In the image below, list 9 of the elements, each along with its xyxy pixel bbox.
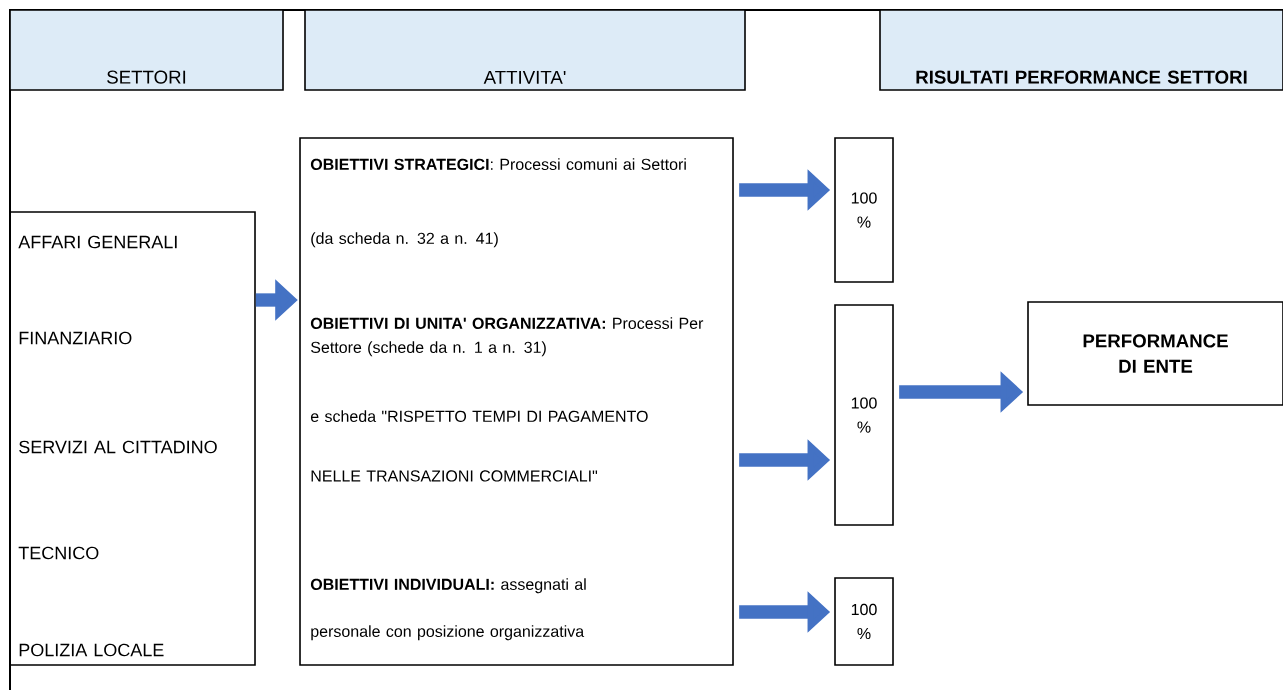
list-box: OBIETTIVI STRATEGICI: Processi comuni ai Settori (da scheda n. 32 a n. 41) OBIETTIVI DI UNITA' ORGANIZZATIVA: Processi Per Settore (schede da n. 1 a n. 31) e scheda "RISPETTO TEMPI DI PAGAMENTO NELLE TRANSAZIONI COMMERCIALI" OBIETTIVI INDIVIDUALI: assegnati al personale con posizione organizzativa: [299, 137, 734, 666]
header-cell: RISULTATI PERFORMANCE SETTORI: [879, 9, 1283, 91]
header-cell: ATTIVITA': [304, 9, 746, 91]
percentage-box: 100 %: [834, 137, 894, 283]
header-cell: SETTORI: [9, 9, 284, 91]
percentage-box: 100 %: [834, 577, 894, 666]
percentage-box: 100 %: [834, 304, 894, 526]
result-box: PERFORMANCE DI ENTE: [1027, 301, 1283, 406]
list-box: AFFARI GENERALI FINANZIARIO SERVIZI AL CITTADINO TECNICO POLIZIA LOCALE: [9, 211, 256, 666]
